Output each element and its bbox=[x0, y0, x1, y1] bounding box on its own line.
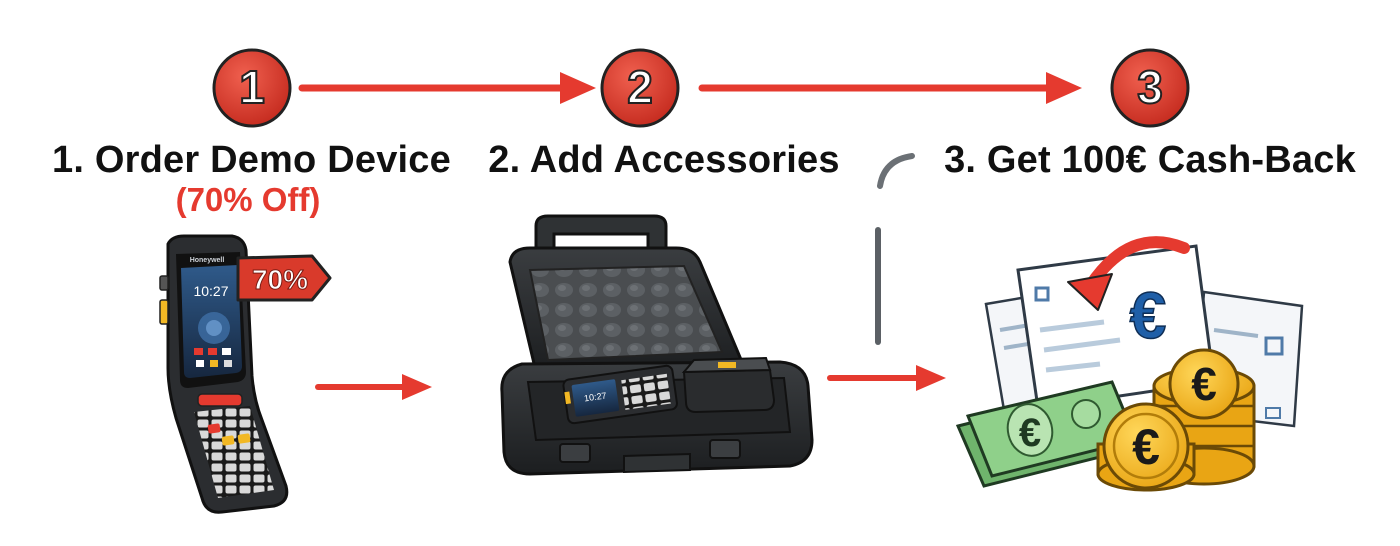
carrying-case-icon: 10:27 bbox=[500, 214, 814, 476]
step-1-title: 1. Order Demo Device bbox=[52, 139, 451, 181]
step-3-title: 3. Get 100€ Cash-Back bbox=[944, 139, 1356, 181]
cash-banknote-icon: € bbox=[955, 380, 1139, 488]
arrow-step1-to-step2 bbox=[298, 72, 596, 104]
step-3-badge: 3 bbox=[1110, 48, 1190, 128]
curved-return-arrow-icon bbox=[1067, 236, 1190, 311]
arrow-step2-to-step3 bbox=[698, 72, 1082, 104]
device-clock-time: 10:27 bbox=[193, 283, 228, 299]
device-brand-label: Honeywell bbox=[190, 257, 225, 264]
invoice-document-icon: € bbox=[1016, 244, 1216, 410]
svg-text:€: € bbox=[1191, 358, 1217, 410]
step-3-number: 3 bbox=[1137, 61, 1163, 113]
case-handheld-device: 10:27 bbox=[562, 364, 678, 425]
step-1-number: 1 bbox=[239, 61, 265, 113]
step-2-number: 2 bbox=[627, 61, 653, 113]
discount-tag-icon: 70% bbox=[236, 254, 332, 302]
step-number-badge-icon bbox=[1110, 48, 1190, 128]
divider-stroke bbox=[875, 153, 915, 345]
handheld-scanner-icon: Honeywell 10:27 bbox=[159, 234, 289, 514]
discount-tag-text: 70% bbox=[252, 264, 308, 295]
euro-coin-stack-icon: € bbox=[1096, 402, 1196, 492]
step-1-subtitle: (70% Off) bbox=[175, 181, 321, 218]
step-2-title: 2. Add Accessories bbox=[488, 139, 840, 181]
step-number-badge-icon bbox=[600, 48, 680, 128]
step-1-badge: 1 bbox=[212, 48, 292, 128]
charging-cradle-icon bbox=[681, 356, 776, 414]
step-number-badge-icon bbox=[212, 48, 292, 128]
case-device-time: 10:27 bbox=[583, 390, 607, 403]
svg-text:€: € bbox=[1019, 411, 1041, 455]
arrow-device-to-case bbox=[315, 374, 432, 400]
svg-text:€: € bbox=[1132, 419, 1160, 475]
euro-symbol-icon: € bbox=[1130, 278, 1167, 352]
cashback-illustration: € € bbox=[955, 236, 1304, 492]
arrow-case-to-cashback bbox=[827, 365, 946, 391]
step-2-badge: 2 bbox=[600, 48, 680, 128]
